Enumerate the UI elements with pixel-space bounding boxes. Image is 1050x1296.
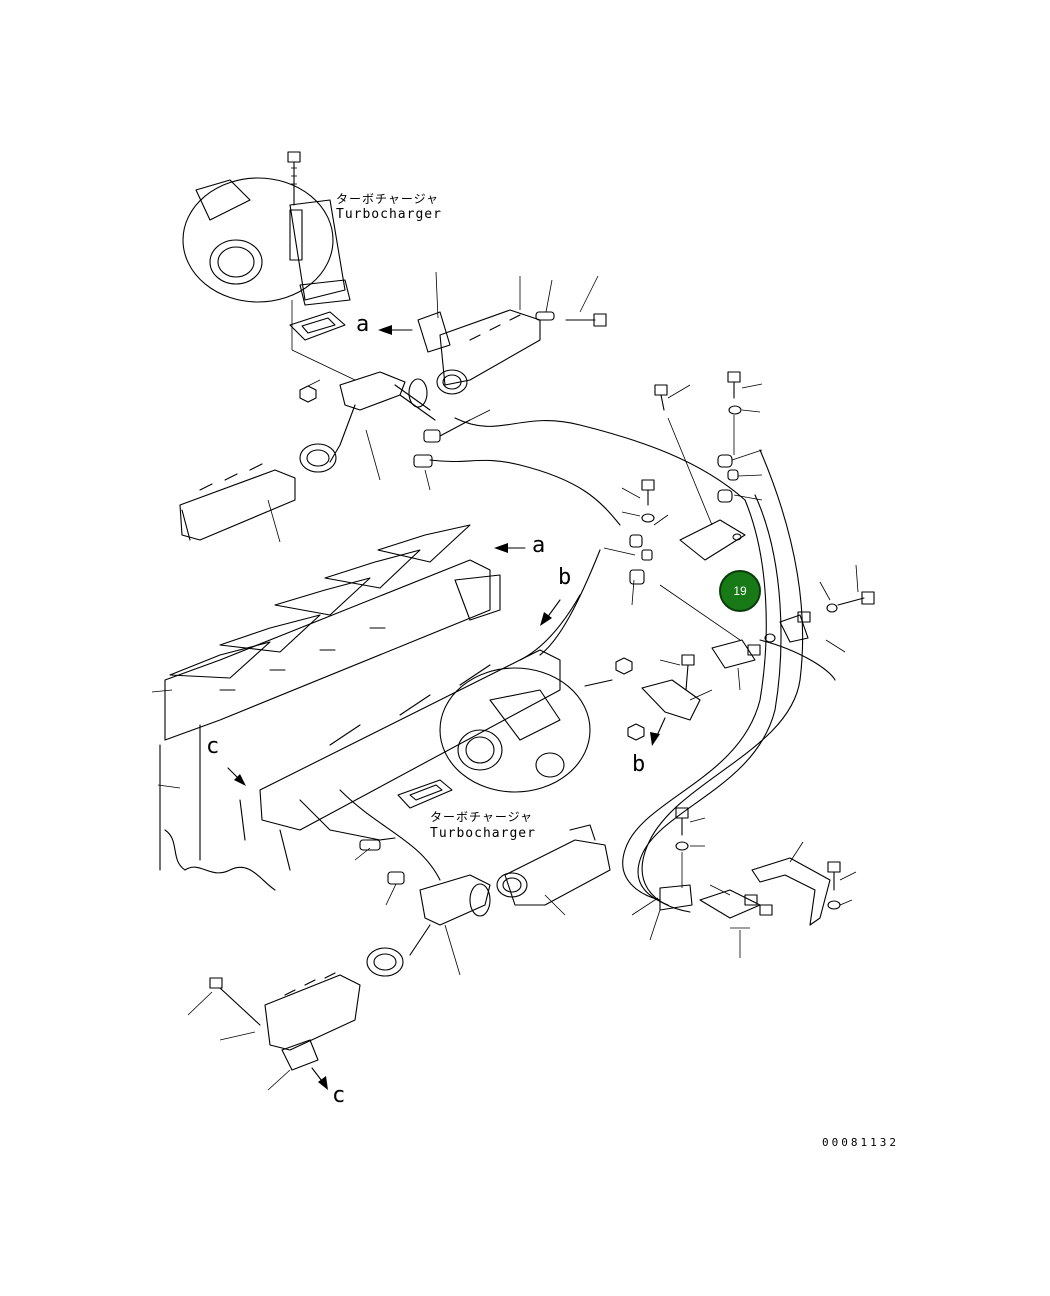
bolt-upper-right <box>565 275 607 327</box>
bolt-far-right <box>819 564 875 653</box>
clamp-left <box>603 514 669 606</box>
exhaust-manifold-lower <box>239 649 561 871</box>
arrow-to-a-lower <box>494 543 526 553</box>
bolt-top <box>287 151 301 206</box>
bracket-right-1 <box>711 639 761 691</box>
view-ref-b-upper: b <box>558 565 572 590</box>
arrow-to-b-lower <box>650 717 666 746</box>
arrow-to-c-bottom <box>311 1067 328 1090</box>
block-outline <box>164 829 276 891</box>
view-ref-c-bottom: c <box>332 1083 346 1108</box>
exhaust-elbow-lower <box>366 874 491 977</box>
exhaust-manifold-left-upper <box>179 463 296 543</box>
exhaust-manifold-upper-right <box>417 271 541 395</box>
stud-center <box>584 657 633 687</box>
arrow-to-b-upper <box>540 599 561 626</box>
bolt-right-3 <box>621 479 655 523</box>
view-ref-c-left: c <box>206 734 220 759</box>
clamp-lower <box>631 884 693 941</box>
exhaust-manifold-lower-left <box>264 972 361 1051</box>
view-ref-b-lower: b <box>632 752 646 777</box>
harness-lower <box>299 789 441 881</box>
turbocharger-label-mid-jp: ターボチャージャ <box>430 810 534 824</box>
heat-shield <box>667 417 746 561</box>
gasket-lower <box>397 779 453 809</box>
gasket-top <box>289 311 346 341</box>
arrow-to-a-upper <box>378 325 413 335</box>
sensor-upper-2 <box>413 454 433 491</box>
arrow-to-c-left <box>227 767 246 786</box>
bolt-lower-right-1 <box>675 807 706 851</box>
turbocharger-label-top-jp: ターボチャージャ <box>336 192 440 206</box>
harness-upper <box>429 409 746 526</box>
bracket-right-2 <box>764 611 811 643</box>
view-ref-a-lower: a <box>532 533 546 558</box>
exhaust-manifold-lower-right <box>496 824 611 916</box>
bolt-right-1 <box>654 384 691 411</box>
bolt-lower-right-2 <box>827 861 857 910</box>
sensor-lower-2 <box>385 871 405 906</box>
drawing-number: 00081132 <box>822 1136 899 1149</box>
turbocharger-top <box>182 177 351 306</box>
exhaust-elbow-upper <box>299 371 436 473</box>
stud-upper <box>535 279 555 321</box>
turbocharger-label-top-en: Turbocharger <box>336 207 442 222</box>
tube-bundle <box>519 449 836 913</box>
bolt-right-2 <box>727 371 763 415</box>
bracket-b <box>627 654 713 741</box>
clamps-right <box>717 449 763 503</box>
view-ref-a-upper: a <box>356 312 370 337</box>
callout-19[interactable]: 19 <box>719 570 761 612</box>
turbocharger-lower <box>439 667 591 793</box>
nut-upper <box>299 379 321 403</box>
connector-lower <box>699 884 773 958</box>
turbocharger-label-mid-en: Turbocharger <box>430 826 536 841</box>
bolt-lower-left <box>187 977 261 1026</box>
gasket-lower-left <box>267 1039 319 1091</box>
cylinder-heads <box>159 524 501 871</box>
sensor-lower-1 <box>329 829 396 861</box>
sensor-upper-1 <box>423 419 471 443</box>
bracket-lower-right <box>751 841 831 926</box>
